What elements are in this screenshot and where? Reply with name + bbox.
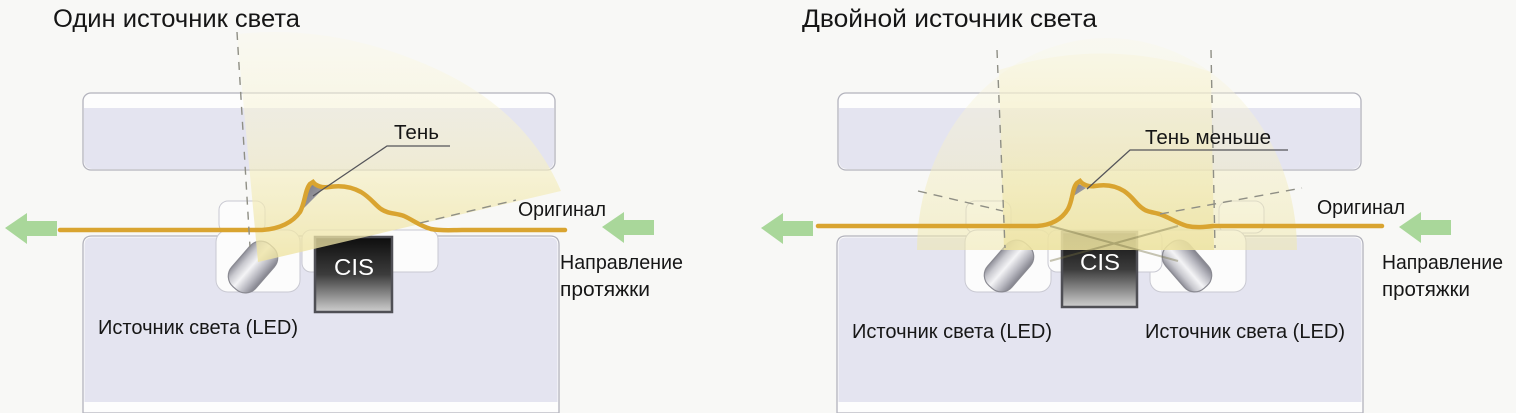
original-label: Оригинал: [518, 199, 606, 221]
right-diagram: CIS Двойной источник света Тень меньше О…: [761, 5, 1503, 413]
beam-edge-dashed-vertical-right: [1210, 49, 1216, 249]
paper-line: [57, 178, 568, 233]
shadow-leader-line: [312, 145, 450, 197]
beam-left-edge-dashed: [236, 31, 251, 248]
beam-edge-dashed-diagonal-right: [1159, 187, 1303, 215]
cis-label: CIS: [1080, 249, 1120, 275]
right-title: Двойной источник света: [802, 5, 1097, 33]
feed-arrow-right-icon: [1399, 212, 1451, 243]
cis-label: CIS: [334, 254, 374, 280]
led-label: Источник света (LED): [98, 317, 298, 339]
paper-line: [815, 177, 1385, 230]
bottom-scanner-fill: [84, 237, 558, 402]
beam-cross-lines: [1049, 225, 1179, 262]
shadow-leader-line: [1086, 149, 1288, 190]
beam-edge-dashed-vertical-left: [996, 49, 1006, 249]
beam-edge-dashed-diagonal-left: [917, 190, 1004, 212]
left-title: Один источник света: [53, 5, 300, 33]
led-label-right: Источник света (LED): [1145, 321, 1345, 343]
feed-arrow-left-icon: [761, 213, 813, 244]
feed-direction-label-line2: протяжки: [1382, 279, 1470, 301]
light-beam: [237, 32, 561, 262]
shadow-label: Тень: [394, 122, 439, 144]
feed-arrow-left-icon: [5, 213, 57, 244]
left-diagram: CIS Один источник света Тень Оригинал На…: [5, 5, 683, 413]
feed-direction-label-line1: Направление: [1382, 252, 1503, 274]
light-beam-overlap: [999, 53, 1214, 250]
beam-lower-edge-dashed: [419, 199, 517, 224]
led-label-left: Источник света (LED): [852, 321, 1052, 343]
feed-arrow-right-icon: [602, 212, 654, 243]
shadow-label: Тень меньше: [1145, 127, 1271, 149]
feed-direction-label-line2: протяжки: [560, 279, 650, 301]
feed-direction-label-line1: Направление: [560, 252, 683, 274]
original-label: Оригинал: [1317, 197, 1405, 219]
